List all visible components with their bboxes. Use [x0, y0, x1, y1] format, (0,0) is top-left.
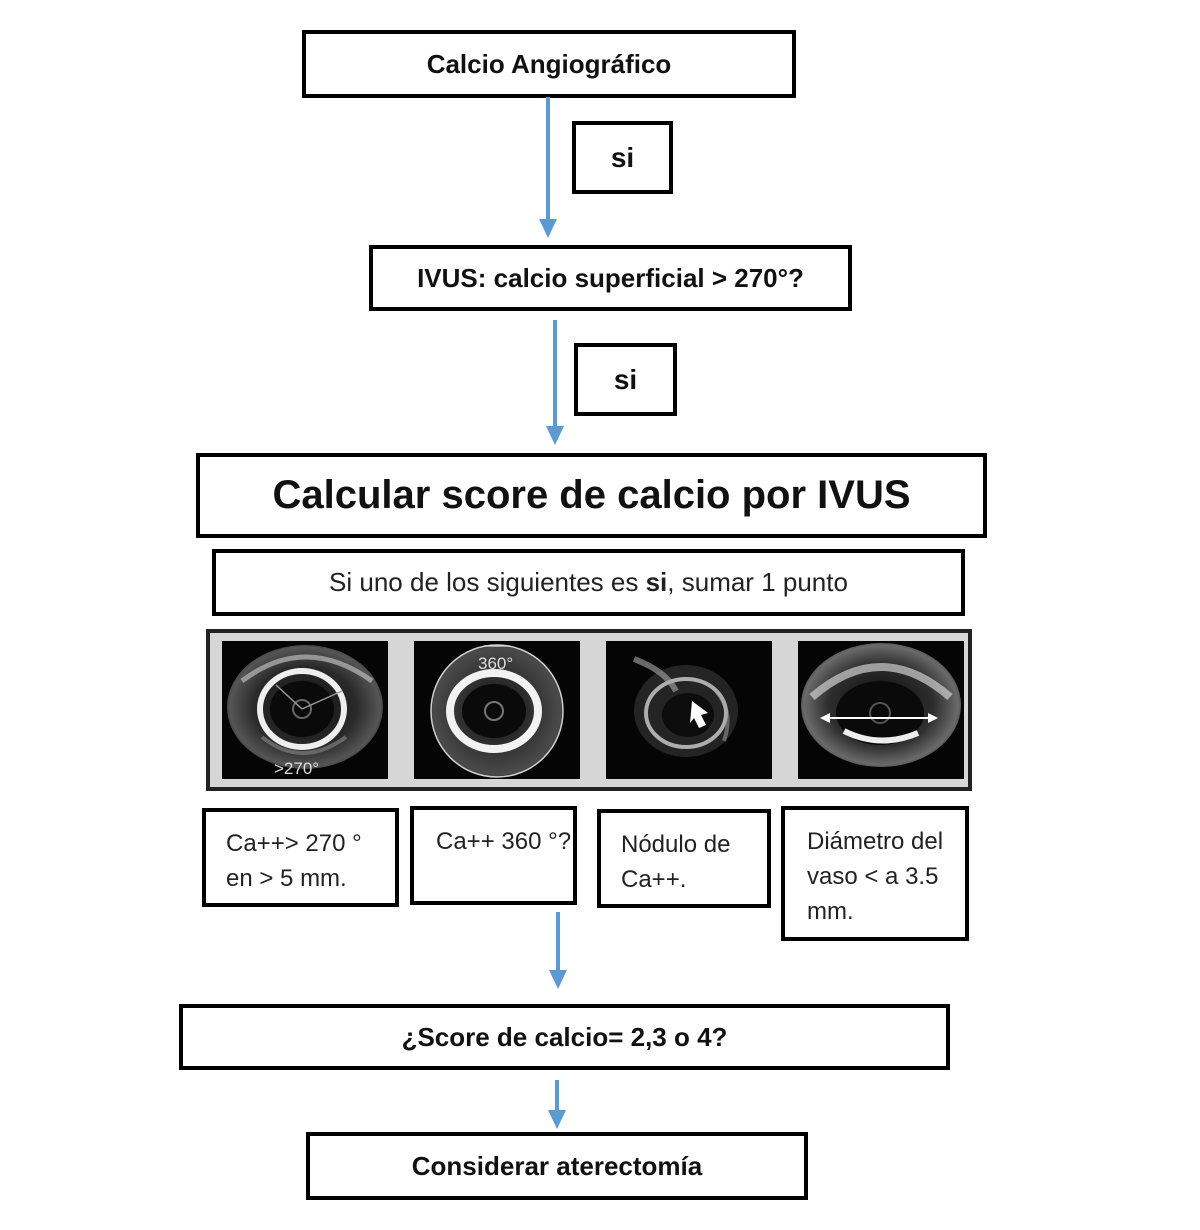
angiographic-calcium-box: Calcio Angiográfico	[302, 30, 796, 98]
atherectomy-box: Considerar aterectomía	[306, 1132, 808, 1200]
ivus-question-label: IVUS: calcio superficial > 270°?	[417, 262, 804, 293]
criteria-label-1: Ca++> 270 ° en > 5 mm.	[226, 830, 362, 892]
ivus-image-4	[798, 641, 964, 779]
yes-box-2: si	[574, 343, 677, 416]
instruction-after: , sumar 1 punto	[667, 567, 848, 597]
atherectomy-label: Considerar aterectomía	[411, 1150, 703, 1181]
calculate-score-label: Calcular score de calcio por IVUS	[272, 473, 911, 517]
instruction-text: Si uno de los siguientes es si, sumar 1 …	[329, 567, 848, 598]
criteria-box-2: Ca++ 360 °?	[410, 806, 577, 905]
ivus-image-1: >270°	[222, 641, 388, 779]
ivus-question-box: IVUS: calcio superficial > 270°?	[369, 245, 852, 311]
yes-label-2: si	[613, 363, 638, 395]
instruction-bold: si	[645, 567, 668, 597]
instruction-box: Si uno de los siguientes es si, sumar 1 …	[212, 549, 965, 616]
arrow-2	[546, 320, 564, 445]
arrow-4	[548, 1080, 566, 1129]
criteria-label-3: Nódulo de Ca++.	[621, 831, 731, 893]
arrow-3	[549, 912, 567, 989]
image-2-angle-label: 360°	[478, 654, 513, 673]
image-1-angle-label: >270°	[274, 759, 319, 778]
arrow-1	[539, 97, 557, 238]
criteria-box-1: Ca++> 270 ° en > 5 mm.	[202, 808, 399, 907]
instruction-before: Si uno de los siguientes es	[329, 567, 646, 597]
ivus-image-2: 360°	[414, 641, 580, 779]
criteria-box-4: Diámetro del vaso < a 3.5 mm.	[781, 806, 969, 941]
angiographic-calcium-label: Calcio Angiográfico	[426, 48, 672, 79]
yes-box-1: si	[572, 121, 673, 194]
calculate-score-box: Calcular score de calcio por IVUS	[196, 453, 987, 538]
criteria-label-2: Ca++ 360 °?	[436, 828, 572, 855]
score-question-label: ¿Score de calcio= 2,3 o 4?	[401, 1021, 728, 1052]
score-question-box: ¿Score de calcio= 2,3 o 4?	[179, 1004, 950, 1070]
criteria-label-4: Diámetro del vaso < a 3.5 mm.	[807, 828, 944, 925]
criteria-box-3: Nódulo de Ca++.	[597, 809, 771, 908]
yes-label-1: si	[610, 141, 635, 173]
ivus-image-strip: >270° 360°	[206, 629, 972, 791]
ivus-image-3	[606, 641, 772, 779]
